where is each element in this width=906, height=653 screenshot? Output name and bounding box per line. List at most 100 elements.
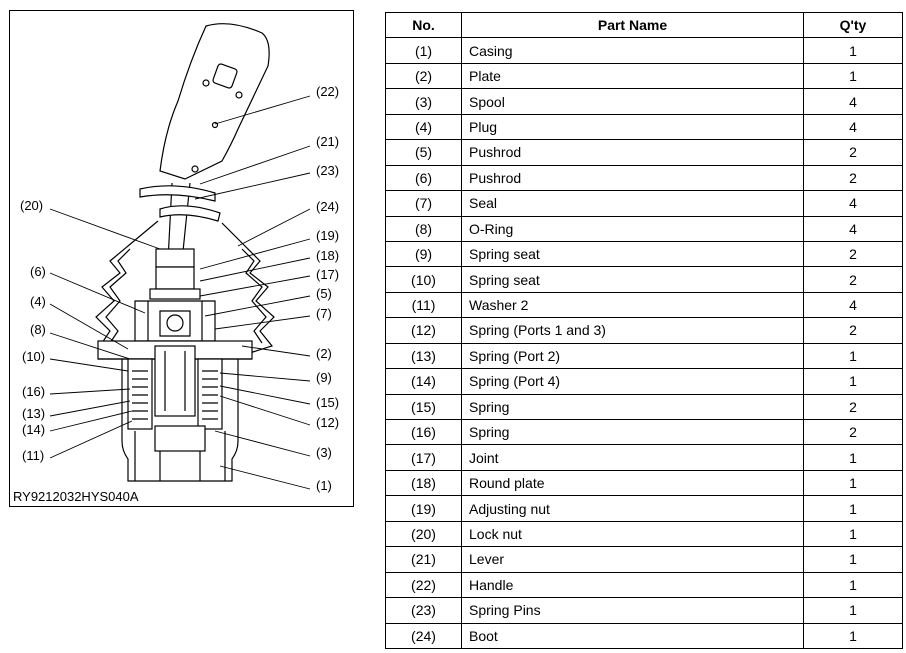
part-qty: 1 bbox=[803, 469, 903, 497]
part-no: (24) bbox=[385, 622, 462, 649]
part-name: Casing bbox=[461, 37, 804, 64]
part-name: O-Ring bbox=[461, 215, 804, 242]
callout-8: (8) bbox=[30, 322, 46, 337]
part-name: Washer 2 bbox=[461, 291, 804, 319]
part-name: Joint bbox=[461, 444, 804, 471]
part-no: (9) bbox=[385, 240, 462, 268]
callout-1: (1) bbox=[316, 478, 332, 493]
casing-shape bbox=[121, 359, 239, 482]
part-no: (17) bbox=[385, 444, 462, 471]
callout-4: (4) bbox=[30, 294, 46, 309]
part-qty: 1 bbox=[803, 444, 903, 471]
part-qty: 2 bbox=[803, 393, 903, 421]
part-qty: 4 bbox=[803, 215, 903, 242]
header-no: No. bbox=[385, 11, 462, 39]
part-name: Seal bbox=[461, 190, 804, 217]
part-qty: 1 bbox=[803, 520, 903, 548]
part-no: (6) bbox=[385, 164, 462, 192]
part-name: Spring Pins bbox=[461, 597, 804, 624]
callout-18: (18) bbox=[316, 248, 340, 263]
callout-11: (11) bbox=[22, 448, 45, 463]
part-name: Spring bbox=[461, 418, 804, 446]
part-name: Plug bbox=[461, 113, 804, 141]
callout-12: (12) bbox=[316, 415, 340, 430]
part-no: (4) bbox=[385, 113, 462, 141]
callout-7: (7) bbox=[316, 306, 332, 321]
header-name: Part Name bbox=[461, 11, 804, 39]
callout-16: (16) bbox=[22, 384, 46, 399]
part-no: (16) bbox=[385, 418, 462, 446]
part-no: (20) bbox=[385, 520, 462, 548]
callout-22: (22) bbox=[316, 84, 340, 99]
part-name: Plate bbox=[461, 62, 804, 90]
part-no: (2) bbox=[385, 62, 462, 90]
callout-2: (2) bbox=[316, 346, 332, 361]
part-name: Handle bbox=[461, 571, 804, 599]
part-name: Spring seat bbox=[461, 240, 804, 268]
part-no: (22) bbox=[385, 571, 462, 599]
part-name: Spring seat bbox=[461, 266, 804, 293]
part-name: Boot bbox=[461, 622, 804, 649]
part-name: Round plate bbox=[461, 469, 804, 497]
part-no: (18) bbox=[385, 469, 462, 497]
part-qty: 4 bbox=[803, 190, 903, 217]
part-name: Lever bbox=[461, 546, 804, 573]
callout-15: (15) bbox=[316, 395, 340, 410]
part-no: (8) bbox=[385, 215, 462, 242]
part-no: (15) bbox=[385, 393, 462, 421]
table-row: (14)Spring (Port 4)1 bbox=[385, 368, 903, 395]
header-qty: Q'ty bbox=[803, 11, 903, 39]
part-no: (23) bbox=[385, 597, 462, 624]
part-qty: 4 bbox=[803, 88, 903, 115]
part-name: Spring (Port 2) bbox=[461, 342, 804, 370]
part-qty: 2 bbox=[803, 139, 903, 166]
callout-19: (19) bbox=[316, 228, 340, 243]
exploded-view-figure: (22) (21) (23) (20) (24) (19) (18) (17) … bbox=[9, 10, 354, 507]
part-qty: 1 bbox=[803, 571, 903, 599]
part-qty: 1 bbox=[803, 495, 903, 522]
callout-9: (9) bbox=[316, 370, 332, 385]
callout-17: (17) bbox=[316, 267, 340, 282]
part-no: (21) bbox=[385, 546, 462, 573]
figure-code: RY9212032HYS040A bbox=[13, 489, 139, 504]
callout-3: (3) bbox=[316, 445, 332, 460]
part-no: (10) bbox=[385, 266, 462, 293]
part-qty: 1 bbox=[803, 37, 903, 64]
part-name: Adjusting nut bbox=[461, 495, 804, 522]
part-name: Spring (Port 4) bbox=[461, 368, 804, 395]
part-no: (1) bbox=[385, 37, 462, 64]
handle-shape bbox=[159, 23, 270, 180]
part-no: (5) bbox=[385, 139, 462, 166]
callout-5: (5) bbox=[316, 286, 332, 301]
part-qty: 1 bbox=[803, 62, 903, 90]
part-name: Spring (Ports 1 and 3) bbox=[461, 317, 804, 344]
table-header-row: No. Part Name Q'ty bbox=[385, 11, 903, 39]
part-no: (12) bbox=[385, 317, 462, 344]
callout-13: (13) bbox=[22, 406, 46, 421]
part-qty: 1 bbox=[803, 622, 903, 649]
part-no: (13) bbox=[385, 342, 462, 370]
callout-6: (6) bbox=[30, 264, 46, 279]
part-no: (11) bbox=[385, 291, 462, 319]
part-qty: 4 bbox=[803, 113, 903, 141]
part-no: (3) bbox=[385, 88, 462, 115]
part-no: (14) bbox=[385, 368, 462, 395]
part-qty: 2 bbox=[803, 164, 903, 192]
callout-14: (14) bbox=[22, 422, 46, 437]
part-name: Spring bbox=[461, 393, 804, 421]
table-row: (12)Spring (Ports 1 and 3)2 bbox=[385, 317, 903, 344]
callout-23: (23) bbox=[316, 163, 340, 178]
callout-24: (24) bbox=[316, 199, 340, 214]
